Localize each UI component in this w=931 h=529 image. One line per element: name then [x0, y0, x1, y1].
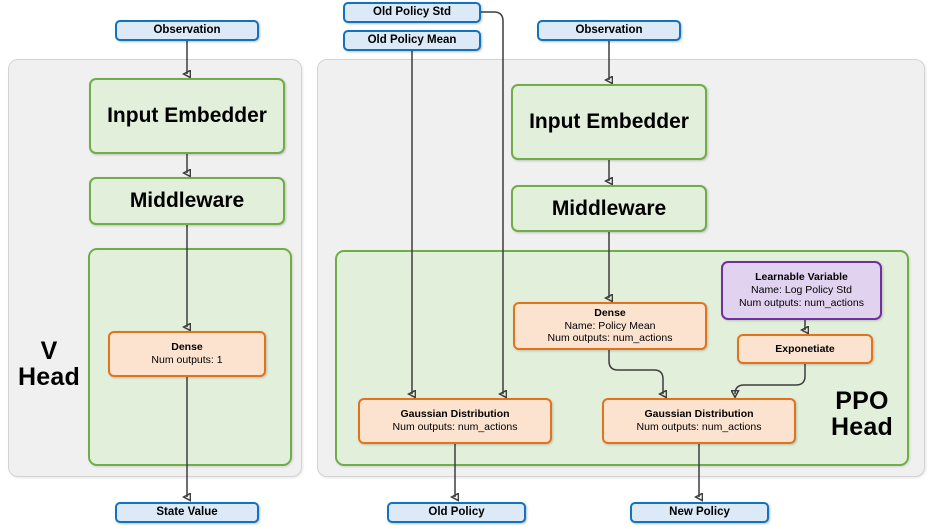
input-observation-ppo-head[interactable]: Observation [537, 20, 681, 41]
gaussian-new-num-outputs: Num outputs: num_actions [636, 421, 762, 433]
ppo-head-learnable-variable[interactable]: Learnable Variable Name: Log Policy Std … [721, 261, 882, 320]
ppo-head-title: PPO Head [812, 388, 912, 441]
v-head-input-embedder[interactable]: Input Embedder [89, 78, 285, 154]
ppo-head-gaussian-distribution-old[interactable]: Gaussian Distribution Num outputs: num_a… [358, 398, 552, 444]
output-old-policy[interactable]: Old Policy [387, 502, 526, 523]
v-head-input-embedder-label: Input Embedder [107, 104, 267, 128]
input-old-policy-std-label: Old Policy Std [373, 6, 451, 19]
v-head-title-line2: Head [18, 363, 80, 392]
learnable-variable-name: Name: Log Policy Std [751, 284, 852, 297]
ppo-head-exponetiate[interactable]: Exponetiate [737, 334, 873, 364]
ppo-head-gaussian-distribution-new[interactable]: Gaussian Distribution Num outputs: num_a… [602, 398, 796, 444]
output-old-policy-label: Old Policy [428, 506, 485, 519]
input-old-policy-std[interactable]: Old Policy Std [343, 2, 481, 23]
ppo-head-title-line1: PPO [835, 387, 889, 415]
input-old-policy-mean-label: Old Policy Mean [367, 34, 457, 47]
input-observation-v-head-label: Observation [153, 24, 221, 37]
v-head-title: V Head [14, 338, 84, 391]
exponetiate-title: Exponetiate [775, 342, 835, 355]
output-state-value[interactable]: State Value [115, 502, 259, 523]
v-head-middleware-label: Middleware [129, 189, 245, 213]
ppo-head-middleware[interactable]: Middleware [511, 185, 707, 232]
input-observation-ppo-head-label: Observation [575, 24, 643, 37]
v-head-dense-title: Dense [171, 341, 203, 354]
output-state-value-label: State Value [156, 506, 218, 519]
wire-exponetiate-to-gaussian-new [735, 364, 806, 394]
learnable-variable-num-outputs: Num outputs: num_actions [739, 296, 864, 309]
input-observation-v-head[interactable]: Observation [115, 20, 259, 41]
v-head-dense[interactable]: Dense Num outputs: 1 [108, 331, 266, 377]
output-new-policy[interactable]: New Policy [630, 502, 769, 523]
learnable-variable-title: Learnable Variable [755, 271, 848, 284]
gaussian-old-title: Gaussian Distribution [400, 408, 510, 421]
ppo-head-dense-name: Name: Policy Mean [564, 319, 656, 332]
ppo-head-dense-title: Dense [594, 306, 626, 319]
ppo-head-input-embedder-label: Input Embedder [529, 110, 689, 134]
output-new-policy-label: New Policy [669, 506, 730, 519]
gaussian-old-num-outputs: Num outputs: num_actions [392, 421, 518, 433]
ppo-head-input-embedder[interactable]: Input Embedder [511, 84, 707, 160]
ppo-head-dense-policy-mean[interactable]: Dense Name: Policy Mean Num outputs: num… [513, 302, 707, 350]
ppo-head-title-line2: Head [831, 413, 893, 442]
gaussian-new-title: Gaussian Distribution [644, 408, 754, 421]
v-head-middleware[interactable]: Middleware [89, 177, 285, 225]
ppo-head-middleware-label: Middleware [551, 196, 667, 220]
v-head-dense-num-outputs: Num outputs: 1 [151, 354, 223, 366]
ppo-head-dense-num-outputs: Num outputs: num_actions [547, 332, 673, 345]
v-head-title-line1: V [40, 337, 58, 365]
wire-dense-to-gaussian-new [608, 350, 663, 394]
input-old-policy-mean[interactable]: Old Policy Mean [343, 30, 481, 51]
wire-old-policy-std-to-gaussian-old [481, 11, 503, 394]
